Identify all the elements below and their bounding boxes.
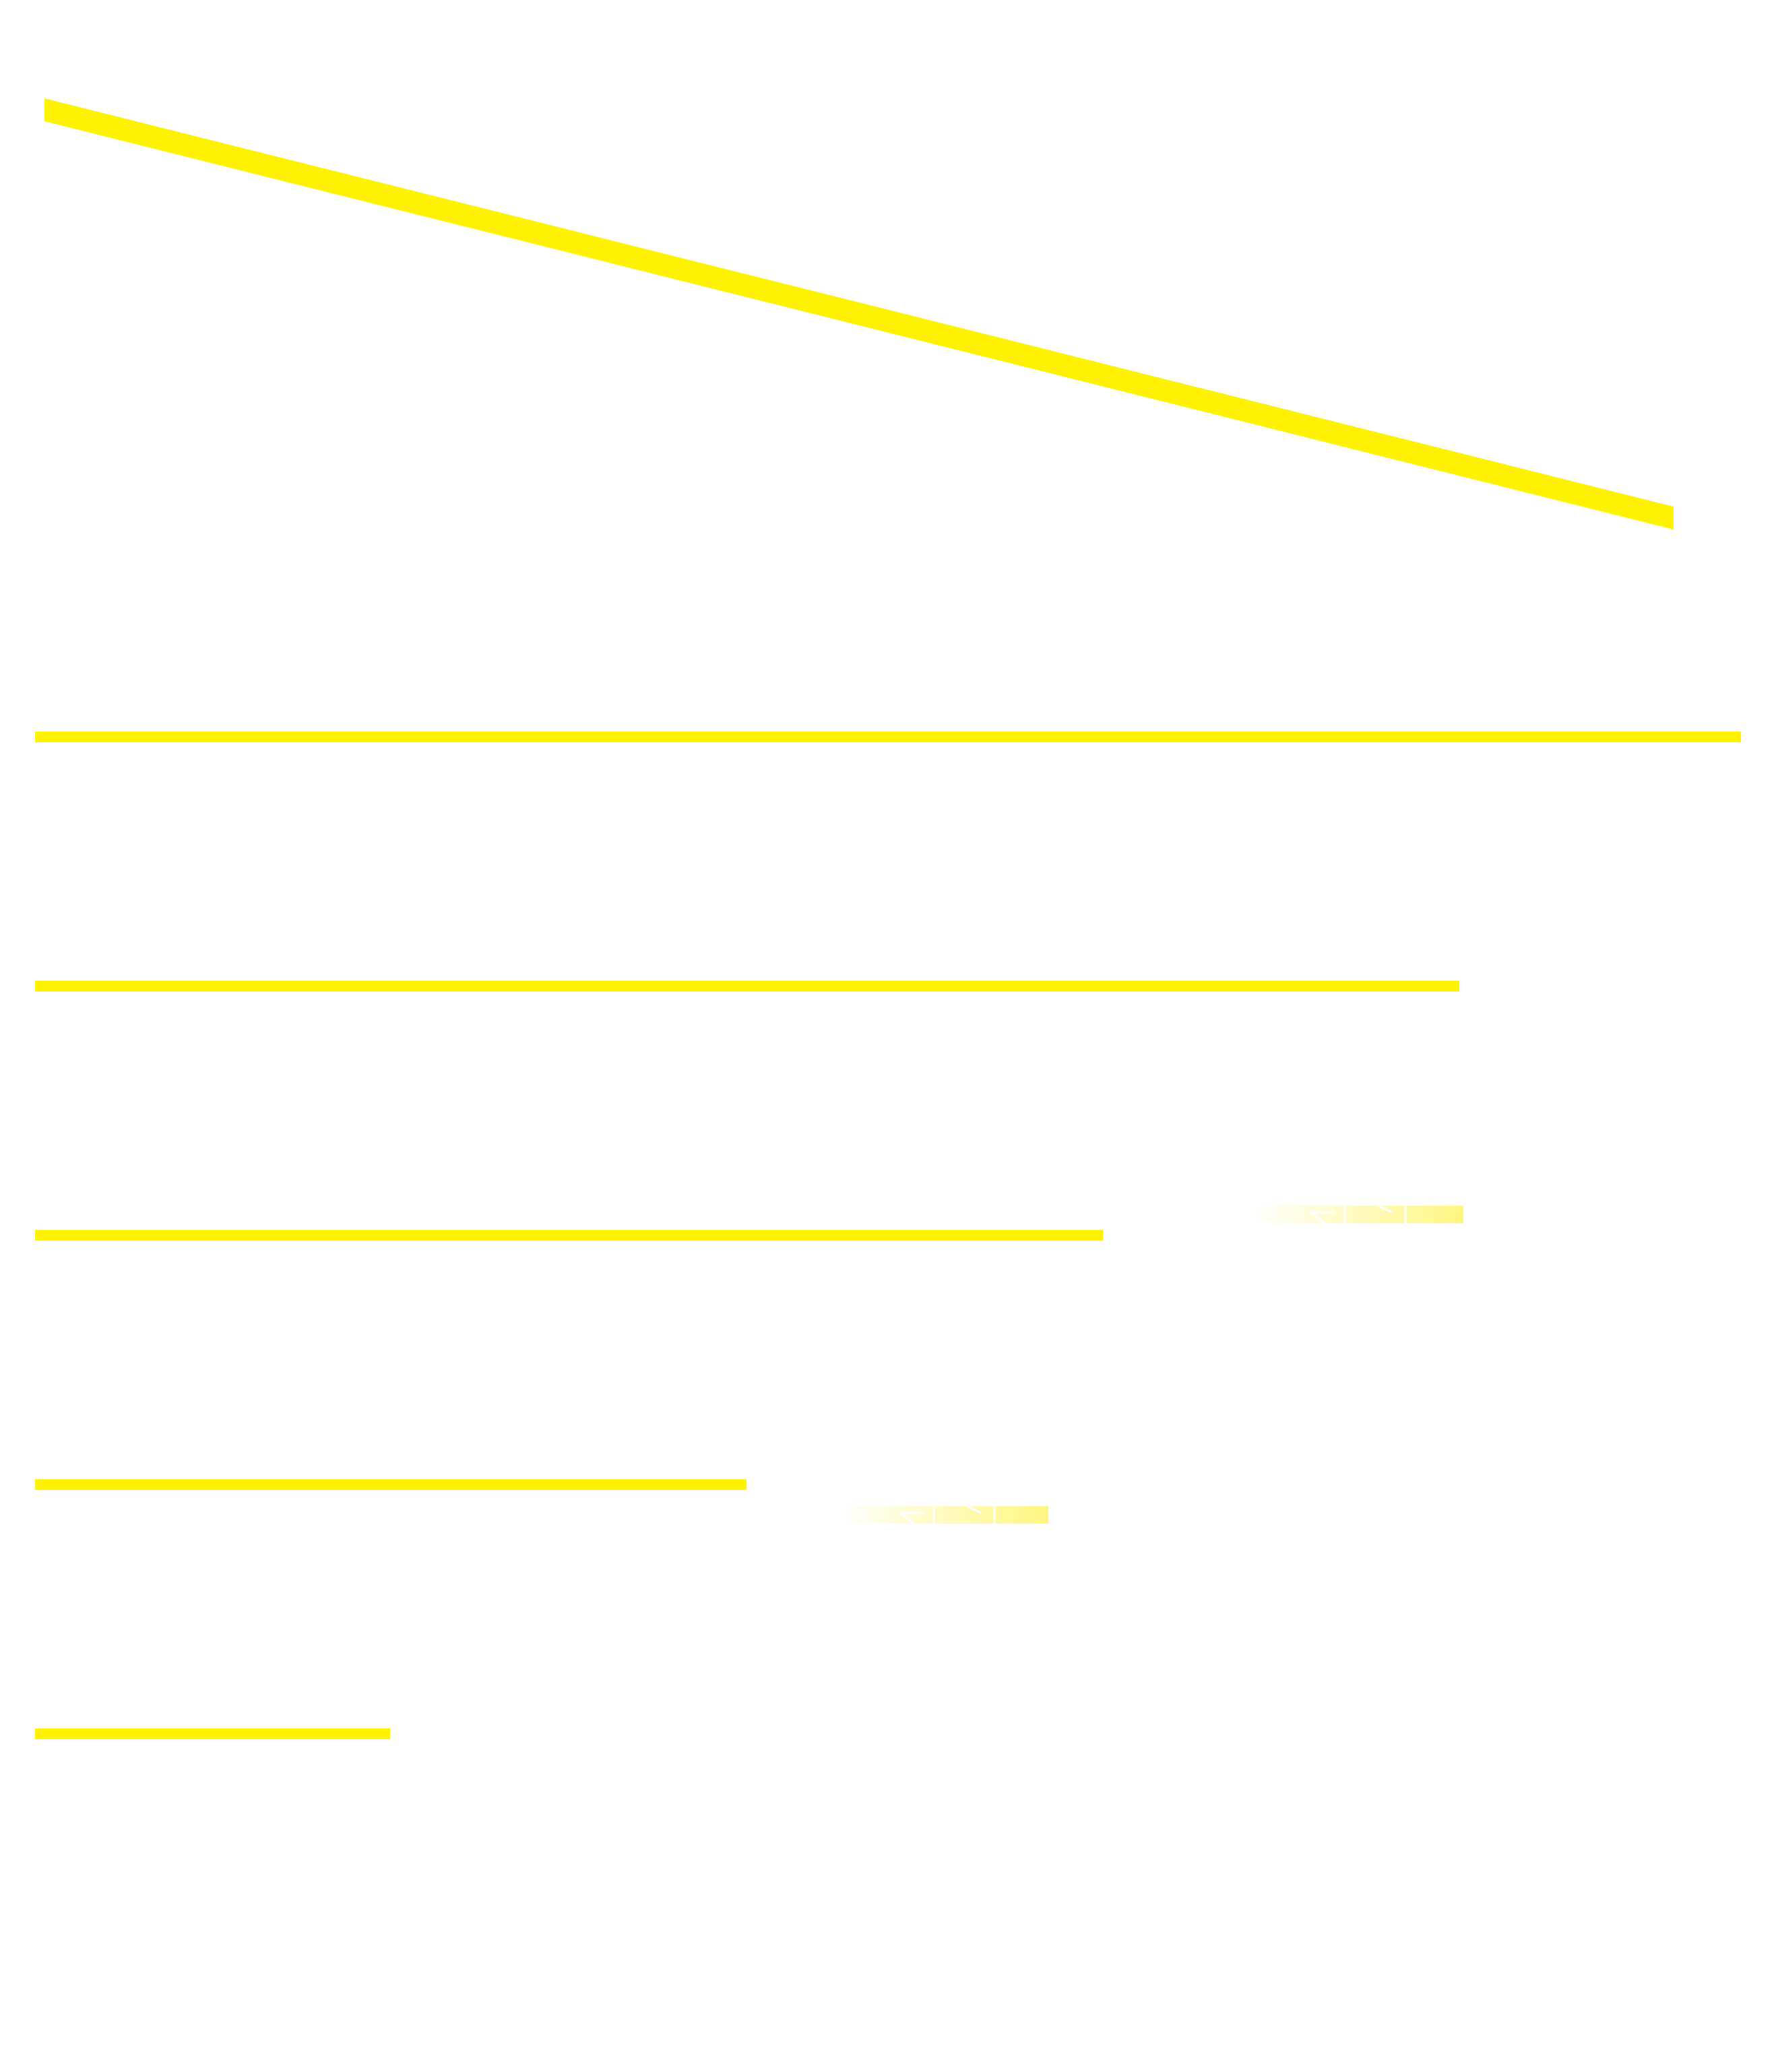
faded-highlight-fragment-1 (1250, 1206, 1463, 1223)
horizontal-highlight-bar-3 (35, 1230, 1103, 1241)
fragment-scratch-marks (852, 1505, 996, 1525)
diagonal-highlight-stroke (44, 98, 1674, 529)
highlight-fragments (839, 1204, 1463, 1525)
fragment-scratch-marks (1263, 1204, 1407, 1225)
horizontal-highlight-bar-2 (35, 981, 1459, 992)
horizontal-highlight-bar-4 (35, 1479, 747, 1490)
horizontal-highlight-bar-5 (35, 1728, 390, 1739)
horizontal-highlight-bar-1 (35, 732, 1741, 742)
highlight-strokes (35, 98, 1741, 1739)
faded-highlight-fragment-2 (839, 1506, 1048, 1524)
